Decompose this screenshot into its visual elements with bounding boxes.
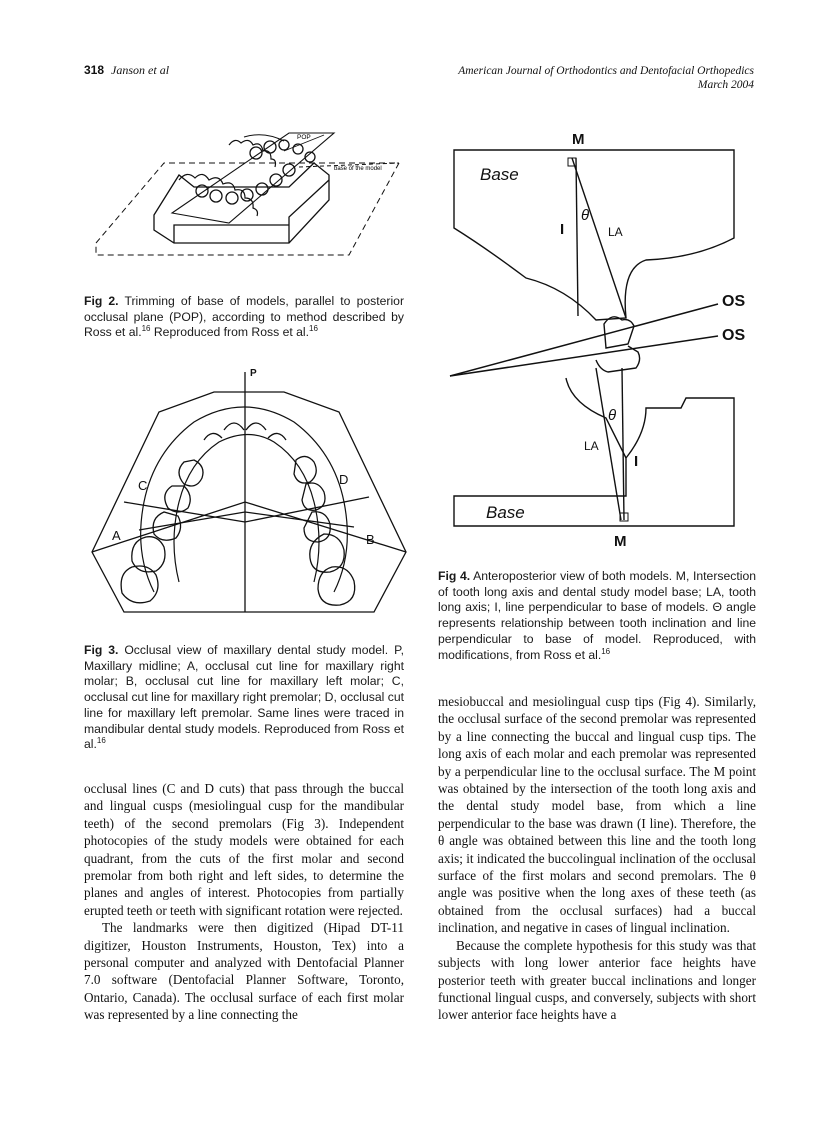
label-p: P [250,368,257,379]
base-of-model-label: base of the model [334,166,382,172]
figure-4-caption: Fig 4. Anteroposterior view of both mode… [438,569,756,663]
figure-4: M M Base Base OS OS θ θ LA LA I I [446,128,760,558]
label-i-top: I [560,221,564,238]
running-header-right: American Journal of Orthodontics and Den… [458,64,754,92]
running-header-left: 318 Janson et al [84,63,169,78]
body-paragraph: mesiobuccal and mesiolingual cusp tips (… [438,694,756,936]
figure-2-ref-2: 16 [309,324,318,334]
figure-4-caption-label: Fig 4. [438,569,471,583]
model-base-trimming-drawing: POP base of the model [95,132,400,256]
label-base-top: Base [480,165,519,184]
label-d: D [339,472,348,487]
label-m-bottom: M [614,533,627,550]
body-paragraph: The landmarks were then digitized (Hipad… [84,920,404,1023]
label-a: A [112,528,121,543]
journal-title: American Journal of Orthodontics and Den… [458,65,754,77]
pop-label: POP [297,134,311,141]
body-column-right: mesiobuccal and mesiolingual cusp tips (… [438,693,756,1024]
figure-2-caption-tail: Reproduced from Ross et al. [150,325,309,340]
label-theta-bottom: θ [608,407,616,424]
label-os-bottom: OS [722,327,745,344]
body-paragraph: Because the complete hypothesis for this… [438,937,756,1023]
figure-3-ref: 16 [96,736,106,746]
anteroposterior-view-drawing: M M Base Base OS OS θ θ LA LA I I [449,131,745,550]
figure-2-caption: Fig 2. Trimming of base of models, paral… [84,294,404,341]
figure-2-caption-text: Trimming of base of models, parallel to … [84,294,404,340]
label-c: C [138,478,147,493]
figure-3-caption-text: Occlusal view of maxillary dental study … [84,643,405,752]
figure-3: P A B C D [84,362,414,622]
figure-3-caption-label: Fig 3. [84,643,119,657]
maxillary-occlusal-view-drawing: P A B C D [91,368,407,613]
label-m-top: M [572,131,585,148]
issue-date: March 2004 [697,79,754,91]
body-paragraph: occlusal lines (C and D cuts) that pass … [84,781,404,918]
label-la-bottom: LA [584,439,599,453]
label-i-bottom: I [634,453,638,470]
label-base-bottom: Base [486,503,525,522]
label-b: B [366,532,375,547]
figure-2-caption-label: Fig 2. [84,294,119,308]
body-column-left: occlusal lines (C and D cuts) that pass … [84,780,404,1024]
figure-3-caption: Fig 3. Occlusal view of maxillary dental… [84,643,404,753]
label-la-top: LA [608,225,623,239]
figure-2: POP base of the model [84,125,414,260]
figure-4-caption-text: Anteroposterior view of both models. M, … [438,569,757,662]
page-number: 318 [84,63,105,77]
label-theta-top: θ [581,207,589,224]
running-authors: Janson et al [111,63,170,77]
figure-2-ref-1: 16 [141,324,151,334]
label-os-top: OS [722,293,745,310]
figure-4-ref: 16 [601,646,611,656]
